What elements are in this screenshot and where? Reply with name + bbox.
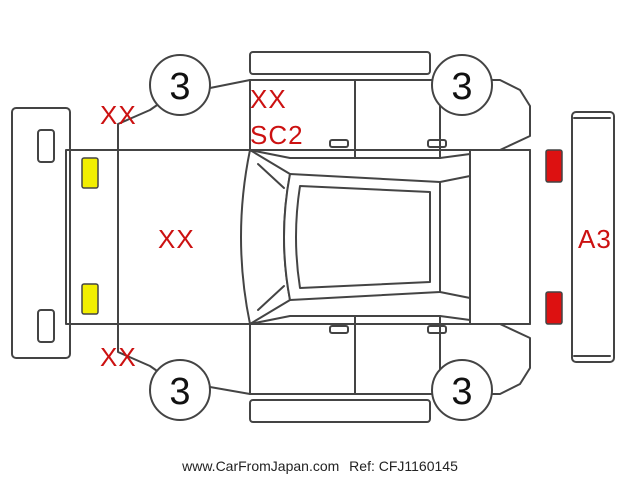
footer-watermark: www.CarFromJapan.com Ref: CFJ1160145 [0,458,640,474]
bottom-roof-strip [249,399,431,423]
headlight-lower [81,283,99,315]
mark-windshield-line1: XX [250,84,287,114]
wheel-rear-right [431,359,493,421]
wheel-front-left [149,54,211,116]
front-bumper [11,107,71,359]
tire-grade-rear-right: 3 [451,371,472,413]
top-roof-strip [249,51,431,75]
tire-grade-front-right: 3 [169,371,190,413]
mark-front-lower-corner: XX [100,342,137,372]
tire-grade-front-left: 3 [169,66,190,108]
rear-bumper [571,111,615,363]
footer-site: www.CarFromJapan.com [182,458,340,474]
wheel-front-right [149,359,211,421]
mark-hood: XX [158,224,195,254]
tire-grade-rear-left: 3 [451,66,472,108]
mark-front-upper-corner: XX [100,100,137,130]
wheel-rear-left [431,54,493,116]
mark-windshield-line2: SC2 [250,120,304,150]
taillight-lower [545,291,563,325]
top-view-body [65,149,531,325]
footer-ref: Ref: CFJ1160145 [349,458,458,474]
mark-rear-bumper: A3 [578,224,612,254]
taillight-upper [545,149,563,183]
upper-side-panel [117,79,531,159]
headlight-upper [81,157,99,189]
